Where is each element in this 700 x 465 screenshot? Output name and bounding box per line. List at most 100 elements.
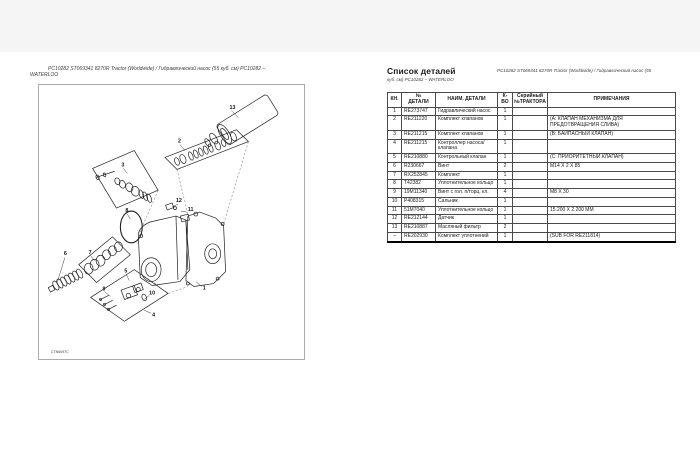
table-cell: 1 [497, 106, 513, 117]
table-cell: 19M11340 [401, 188, 436, 198]
table-cell: Датчик [435, 214, 498, 224]
table-cell [547, 170, 676, 181]
control-kit-part [92, 150, 159, 209]
table-cell: RE202930 [401, 231, 436, 243]
table-cell: P408315 [401, 196, 436, 207]
table-cell: (А: КЛАПАН МЕХАНИЗМА ДЛЯ ПРЕДОТВРАЩЕНИЯ … [547, 115, 676, 131]
diagram-page: PC10282 ST069341 8270R Tractor (Worldwid… [30, 66, 315, 360]
bottom-valve-plate-part [90, 269, 169, 322]
callout-label: 2 [178, 139, 181, 145]
table-cell: Комплект клапанов [435, 129, 498, 140]
table-cell [547, 138, 676, 154]
table-cell [512, 161, 548, 172]
col-header-serial: Серийный №ТРАКТОРА [512, 92, 548, 108]
table-cell [512, 129, 548, 140]
table-cell: RE273747 [401, 106, 436, 117]
valve-kit-part [164, 129, 249, 170]
diagram-page-header: PC10282 ST069341 8270R Tractor (Worldwid… [30, 66, 305, 79]
parts-list-page: Список деталей куб. см) PC10282 – WATERL… [387, 66, 676, 243]
parts-list-title: Список деталей [387, 66, 456, 76]
seal-ring-plate-part [78, 236, 131, 283]
table-cell: 1 [497, 179, 513, 189]
table-cell: Гидравлический насос [435, 106, 498, 117]
table-cell [512, 115, 548, 131]
parts-table-header-row: КН. № ДЕТАЛИ НАИМ. ДЕТАЛИ К- ВО Серийный… [387, 92, 676, 108]
table-cell: 2 [497, 161, 513, 172]
table-cell: Контрольный клапан [435, 153, 498, 163]
table-cell: 3 [387, 129, 402, 140]
table-cell [512, 138, 548, 154]
table-cell: 1 [497, 196, 513, 207]
callout-label: 10 [149, 290, 155, 296]
callout-label: 11 [188, 207, 194, 213]
callout-label: 3 [121, 162, 124, 168]
table-cell: 1 [387, 106, 402, 117]
table-cell: 9 [387, 188, 402, 198]
table-cell: RE210880 [401, 153, 436, 163]
drawing-code: CTN6097C [51, 350, 69, 354]
table-cell: 2 [497, 223, 513, 233]
table-cell: R230667 [401, 161, 436, 172]
callout-leaders [56, 110, 239, 314]
callout-label: 13 [230, 105, 236, 111]
table-cell: 2 [387, 115, 402, 131]
table-cell: 1 [497, 214, 513, 224]
table-cell: Масляный фильтр [435, 223, 498, 233]
table-cell [512, 196, 548, 207]
table-cell [547, 214, 676, 224]
table-cell [512, 205, 548, 216]
diagram-page-header-line2: WATERLOO [30, 72, 59, 79]
table-cell: RE211215 [401, 129, 436, 140]
callout-label: 9 [103, 286, 106, 292]
table-cell: 1 [497, 231, 513, 243]
table-cell: 1 [497, 205, 513, 216]
table-cell: (В: БАЙПАСНЫЙ КЛАПАН) [547, 129, 676, 140]
parts-list-header-continuation: PC10282 ST069341 8270R Tractor (Worldwid… [497, 68, 652, 73]
table-cell: T42382 [401, 179, 436, 189]
table-cell [512, 231, 548, 243]
callout-label: 6 [64, 251, 67, 257]
table-cell: (С: ПРИОРИТЕТНЫЙ КЛАПАН) [547, 153, 676, 163]
table-cell: RX252845 [401, 170, 436, 181]
table-cell [512, 214, 548, 224]
callout-label: 5 [124, 269, 127, 275]
table-cell: 11 [387, 205, 402, 216]
table-cell: – [387, 231, 402, 243]
table-cell: Комплект уплотнений [435, 231, 498, 243]
table-cell [547, 179, 676, 189]
table-cell: Уплотнительное кольцо [435, 205, 498, 216]
table-cell [547, 196, 676, 207]
table-cell: Сальник [435, 196, 498, 207]
large-o-ring-part [119, 210, 143, 244]
table-cell: 13 [387, 223, 402, 233]
construction-lines [134, 141, 249, 294]
table-cell: RE211220 [401, 115, 436, 131]
table-cell: 10 [387, 196, 402, 207]
table-cell: 1 [497, 153, 513, 163]
table-cell: Винт с гол. п/торц. кл. [435, 188, 498, 198]
col-header-name: НАИМ. ДЕТАЛИ [435, 92, 498, 108]
table-cell: 1 [497, 138, 513, 154]
table-cell: Комплект [435, 170, 498, 181]
col-header-notes: ПРИМЕЧАНИЯ [547, 92, 676, 108]
parts-list-header: Список деталей куб. см) PC10282 – WATERL… [387, 66, 676, 92]
table-cell: 51M7040 [401, 205, 436, 216]
table-cell [512, 153, 548, 163]
callout-label: 1 [203, 285, 206, 291]
callout-label: 8 [125, 208, 128, 214]
callout-label: 7 [89, 250, 92, 256]
table-cell: 4 [497, 188, 513, 198]
table-cell: 7 [387, 170, 402, 181]
spring-part [47, 268, 84, 293]
